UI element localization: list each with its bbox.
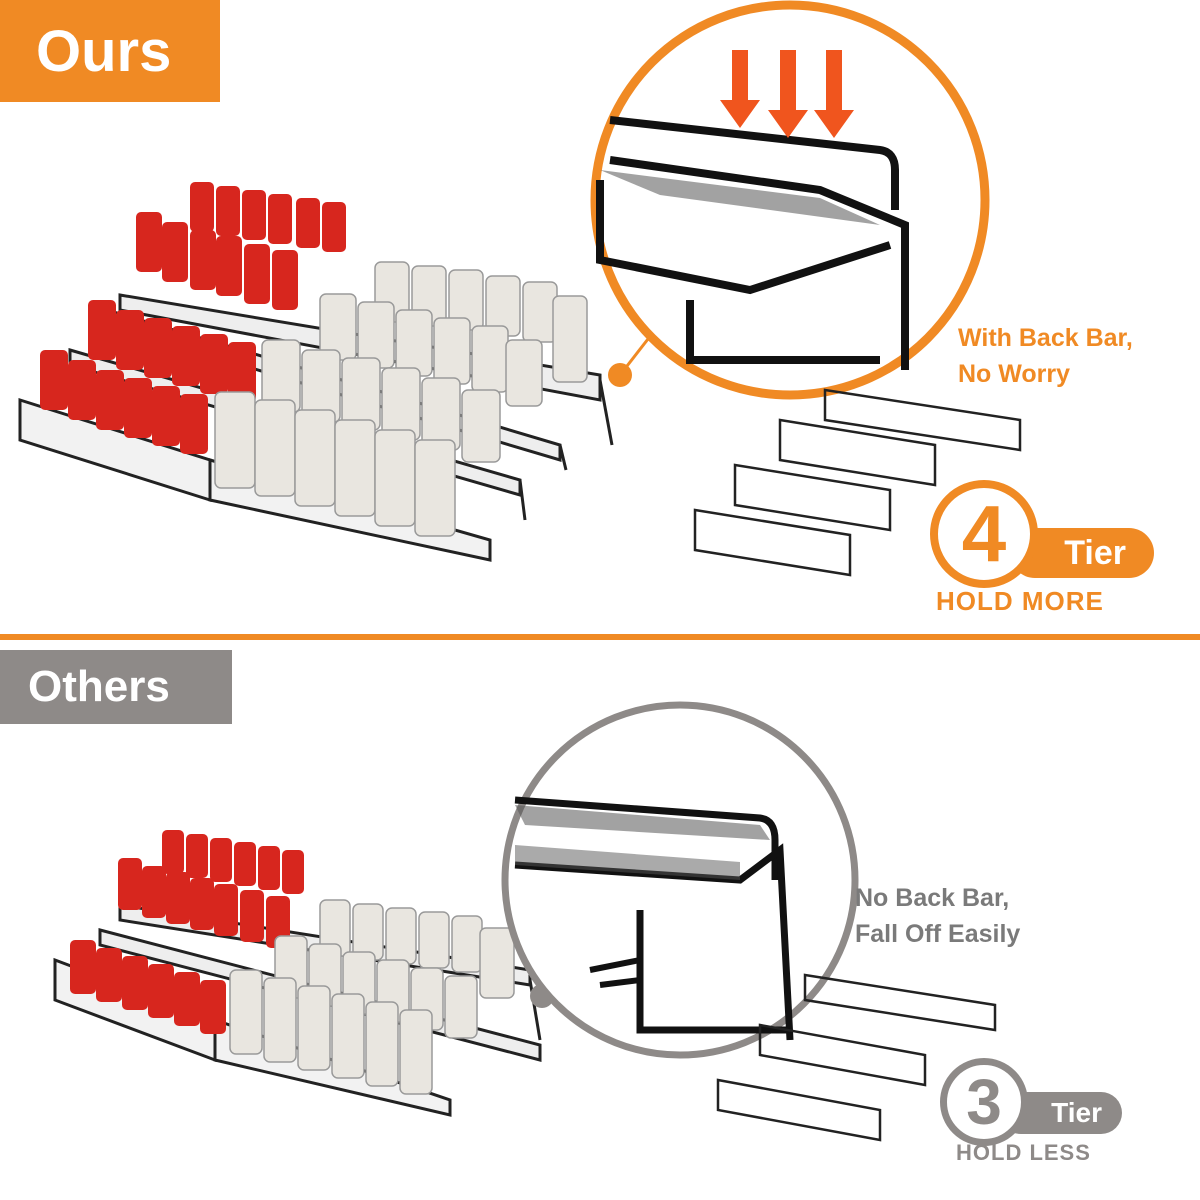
others-stair-tier-icon [716, 973, 997, 1142]
ours-section: Ours [0, 0, 1154, 616]
others-tier-number: 3 [940, 1058, 1028, 1146]
ours-connector-dot [608, 363, 632, 387]
others-label: Others [0, 650, 232, 724]
ours-caption-line2: No Worry [958, 360, 1071, 389]
ours-stair-tier-icon [693, 388, 1022, 577]
ours-down-arrow-icon [720, 50, 854, 138]
others-caption: No Back Bar, Fall Off Easily [855, 880, 1020, 953]
ours-caption: With Back Bar, No Worry [958, 320, 1133, 393]
others-section: Others [0, 640, 1200, 1200]
others-rack-photo [53, 830, 542, 1117]
others-hold-text: HOLD LESS [956, 1140, 1091, 1165]
others-caption-line1: No Back Bar, [855, 884, 1010, 912]
others-illustration [53, 701, 997, 1142]
ours-tier-number: 4 [930, 480, 1038, 588]
others-magnifier-circle-icon [501, 701, 859, 1059]
ours-caption-line1: With Back Bar, [958, 324, 1133, 352]
ours-magnifier-circle-icon [590, 0, 990, 400]
ours-illustration [18, 0, 1022, 577]
ours-rack-photo [18, 182, 614, 562]
ours-label: Ours [0, 0, 220, 102]
section-divider [0, 634, 1200, 640]
others-caption-line2: Fall Off Easily [855, 920, 1021, 949]
ours-hold-text: HOLD MORE [936, 586, 1104, 616]
